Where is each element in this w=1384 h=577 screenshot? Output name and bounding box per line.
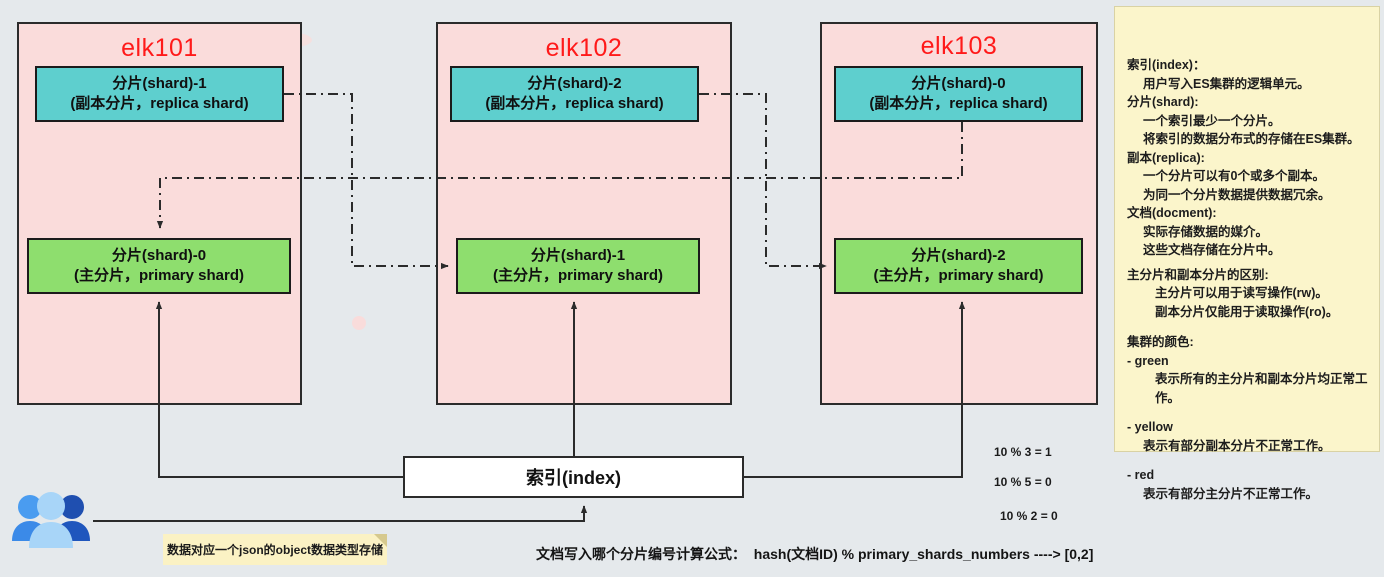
legend-line: 这些文档存储在分片中。 [1143, 243, 1281, 257]
index-box[interactable]: 索引(index) [403, 456, 744, 498]
shard-elk101-replica-line2: (副本分片，replica shard) [70, 95, 249, 112]
shard-elk102-replica[interactable]: 分片(shard)-2 (副本分片，replica shard) [450, 66, 699, 122]
legend-line: 文档(docment): [1127, 206, 1217, 220]
legend-line: 将索引的数据分布式的存储在ES集群。 [1143, 132, 1360, 146]
shard-elk101-primary[interactable]: 分片(shard)-0 (主分片，primary shard) [27, 238, 291, 294]
users-group-icon [8, 486, 94, 558]
legend-line: 一个分片可以有0个或多个副本。 [1143, 169, 1325, 183]
legend-line: 为同一个分片数据提供数据冗余。 [1143, 187, 1331, 202]
legend-line: 用户写入ES集群的逻辑单元。 [1143, 76, 1310, 91]
legend-lines: 索引(index)： 用户写入ES集群的逻辑单元。分片(shard): 一个索引最少… [1127, 56, 1369, 503]
shard-elk101-primary-line2: (主分片，primary shard) [73, 267, 245, 284]
shard-elk102-primary-line2: (主分片，primary shard) [492, 267, 664, 284]
shard-elk101-primary-line1: 分片(shard)-0 [111, 247, 207, 265]
legend-line: 主分片可以用于读写操作(rw)。 [1155, 286, 1328, 300]
shard-elk103-primary-line1: 分片(shard)-2 [911, 247, 1006, 265]
modulo-example-1: 10 % 3 = 1 [994, 445, 1052, 459]
legend-spacer [1127, 407, 1369, 418]
shard-elk102-replica-line2: (副本分片，replica shard) [485, 95, 664, 112]
wire-elk101-replica-to-elk102-primary [284, 93, 449, 270]
shard-elk103-replica-line2: (副本分片，replica shard) [869, 95, 1048, 112]
legend-line: 表示有部分主分片不正常工作。 [1143, 486, 1319, 501]
legend-spacer [1127, 455, 1369, 466]
legend-line: - red [1127, 468, 1155, 482]
node-elk102-title: elk102 [545, 34, 623, 62]
sticky-note[interactable]: 数据对应一个json的object数据类型存储 [163, 534, 387, 565]
shard-elk102-primary[interactable]: 分片(shard)-1 (主分片，primary shard) [456, 238, 700, 294]
shard-elk103-replica-line1: 分片(shard)-0 [911, 75, 1006, 93]
artifact-blob [352, 316, 366, 330]
shard-routing-formula: 文档写入哪个分片编号计算公式： hash(文档ID) % primary_sha… [536, 546, 1094, 562]
legend-panel: 索引(index)： 用户写入ES集群的逻辑单元。分片(shard): 一个索引最少… [1114, 6, 1380, 501]
wire-users-to-index [93, 505, 588, 522]
shard-elk102-replica-line1: 分片(shard)-2 [527, 75, 622, 93]
shard-elk103-primary-line2: (主分片，primary shard) [873, 267, 1044, 284]
legend-line: - yellow [1127, 420, 1173, 434]
legend-line: 实际存储数据的媒介。 [1143, 224, 1269, 239]
shard-elk102-primary-line1: 分片(shard)-1 [530, 247, 626, 265]
legend-line: 表示所有的主分片和副本分片均正常工作。 [1155, 372, 1368, 405]
legend-line: 副本(replica): [1127, 150, 1205, 165]
legend-line: 表示有部分副本分片不正常工作。 [1143, 438, 1331, 453]
node-elk101-title: elk101 [121, 34, 198, 62]
legend-line: 一个索引最少一个分片。 [1143, 113, 1281, 128]
node-elk103-title: elk103 [920, 32, 998, 60]
legend-line: 分片(shard): [1127, 95, 1199, 109]
modulo-example-2: 10 % 5 = 0 [994, 475, 1052, 489]
shard-elk101-replica-line1: 分片(shard)-1 [112, 75, 207, 93]
legend-line: 集群的颜色: [1127, 335, 1194, 349]
legend-line: 主分片和副本分片的区别: [1127, 267, 1269, 282]
shard-elk103-replica[interactable]: 分片(shard)-0 (副本分片，replica shard) [834, 66, 1083, 122]
legend-line: 索引(index)： [1127, 58, 1206, 72]
sticky-note-fold-icon [374, 534, 387, 547]
modulo-example-3: 10 % 2 = 0 [1000, 509, 1058, 523]
shard-elk101-replica[interactable]: 分片(shard)-1 (副本分片，replica shard) [35, 66, 284, 122]
sticky-note-text: 数据对应一个json的object数据类型存储 [166, 543, 383, 557]
legend-line: 副本分片仅能用于读取操作(ro)。 [1155, 304, 1339, 319]
shard-elk103-primary[interactable]: 分片(shard)-2 (主分片，primary shard) [834, 238, 1083, 294]
index-box-label: 索引(index) [525, 468, 621, 488]
legend-line: - green [1127, 353, 1169, 368]
